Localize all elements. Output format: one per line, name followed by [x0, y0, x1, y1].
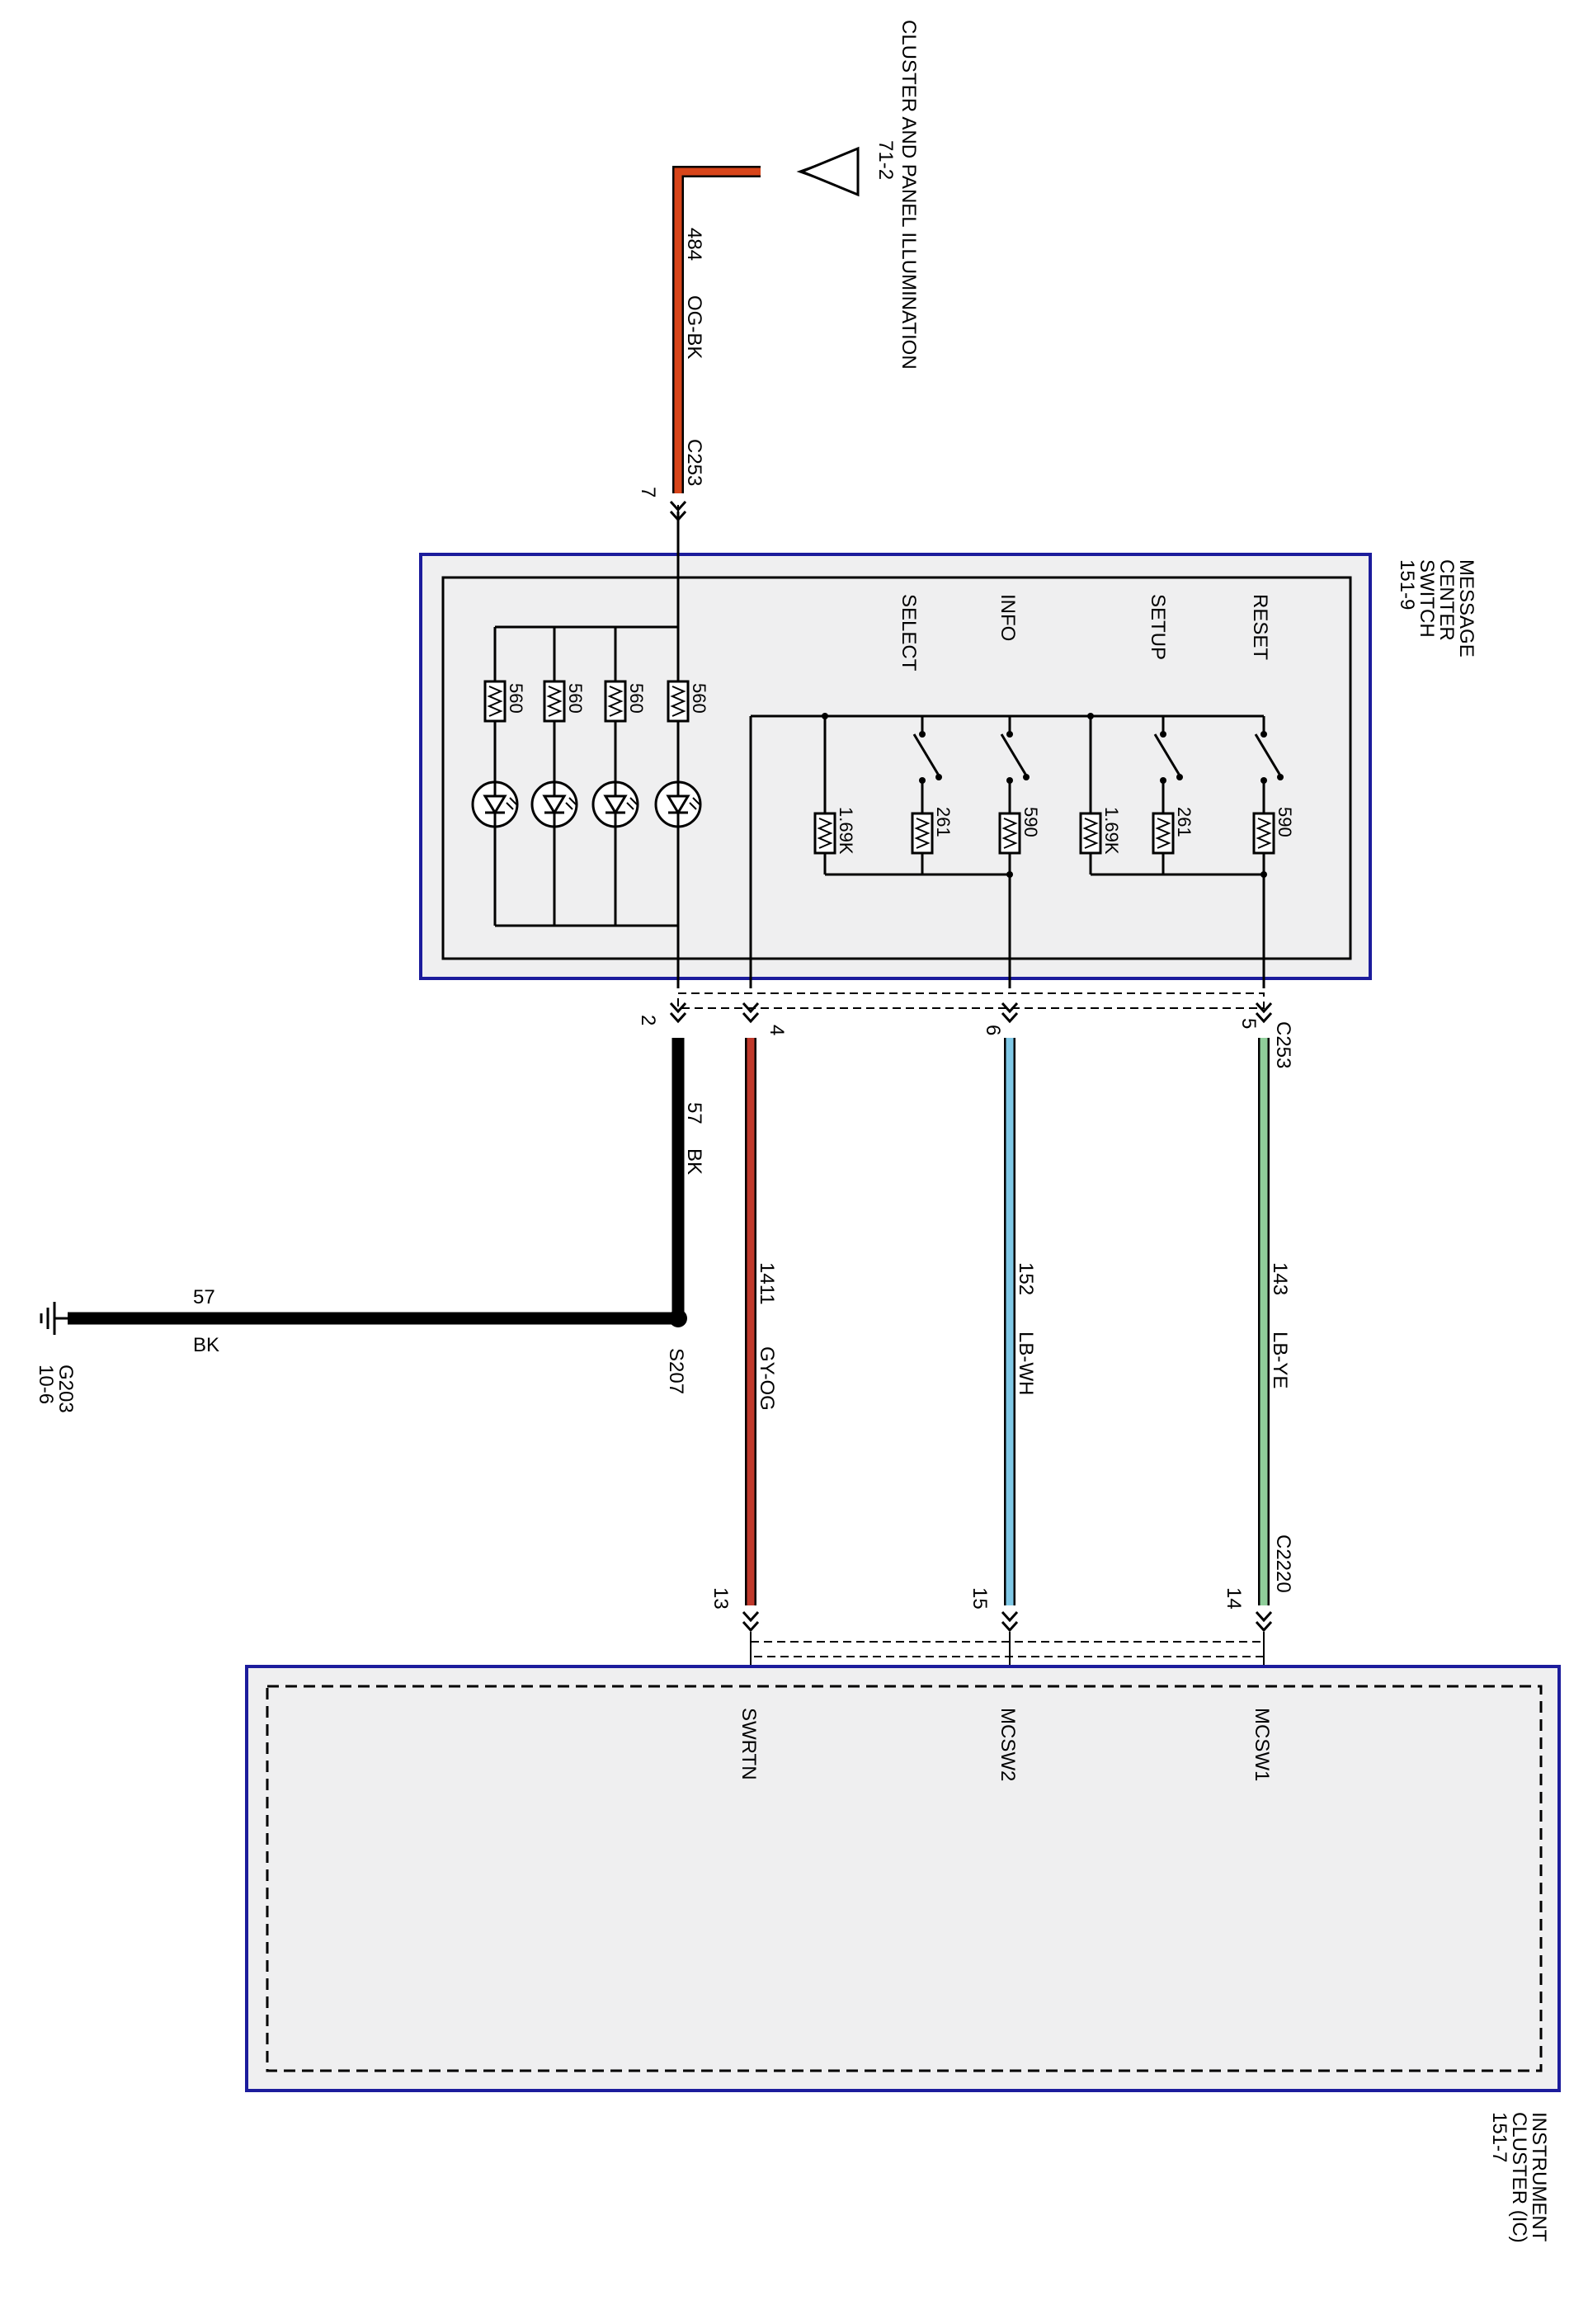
switch-resistor-value-5: 261 — [933, 807, 954, 837]
swrtn-pin-top: 4 — [766, 1025, 788, 1035]
wire-57-vert-circuit: 57 — [683, 1102, 705, 1124]
ic-title-line1: INSTRUMENT — [1528, 2112, 1550, 2242]
switch-resistor-value-6: 1.69K — [836, 807, 856, 855]
led-resistor-3 — [604, 680, 627, 723]
switch-resistor-value-1: 590 — [1275, 807, 1295, 837]
ground-icon — [40, 1302, 68, 1335]
led-resistor-4 — [667, 680, 690, 723]
led-resistor-1 — [483, 680, 507, 723]
button-label-select: SELECT — [898, 594, 920, 672]
led-icon-3 — [591, 780, 639, 828]
wire-484-og-bk — [672, 166, 761, 493]
led-circuit — [493, 511, 680, 988]
switch-resistor-6 — [813, 812, 836, 855]
mcs-ref: 151-9 — [1396, 559, 1418, 610]
ground-ref: 10-6 — [35, 1365, 57, 1404]
switch-resistor-3 — [1079, 812, 1102, 855]
wire-57-vert-color: BK — [683, 1148, 705, 1175]
splice-label: S207 — [665, 1348, 687, 1394]
led-resistor-value-3: 560 — [626, 683, 647, 714]
mcs-title-line2: CENTER — [1435, 559, 1458, 641]
mcsw2-pin-bottom: 15 — [968, 1587, 991, 1610]
instrument-cluster — [245, 1665, 1561, 2092]
button-label-reset: RESET — [1249, 594, 1271, 660]
led-resistor-value-2: 560 — [565, 683, 586, 714]
led-icon-1 — [471, 780, 519, 828]
ic-pin-mcsw1: MCSW1 — [1251, 1708, 1273, 1781]
button-label-info: INFO — [997, 594, 1019, 641]
pin-4-marker — [742, 1002, 760, 1023]
wire-1411-circuit: 1411 — [756, 1262, 778, 1305]
mcsw1-connector-bottom: C2220 — [1272, 1534, 1294, 1593]
mcs-title-line1: MESSAGE — [1455, 559, 1477, 658]
ic-ref: 151-7 — [1488, 2112, 1510, 2162]
wire-1411-color: GY-OG — [756, 1346, 778, 1411]
mcsw1-pin-bottom: 14 — [1223, 1587, 1245, 1610]
wire-143-color: LB-YE — [1269, 1332, 1291, 1388]
led-resistor-value-1: 560 — [506, 683, 526, 714]
mcsw2-pin-top: 6 — [982, 1025, 1004, 1035]
c2220-connector-outline — [750, 1641, 1265, 1657]
wire-57-bk — [68, 1038, 687, 1327]
illumination-title: CLUSTER AND PANEL ILLUMINATION — [898, 20, 920, 370]
illumination-ref: 71-2 — [874, 140, 897, 180]
mcs-title-line3: SWITCH — [1416, 559, 1438, 638]
message-center-switch — [419, 553, 1372, 980]
led-resistor-value-4: 560 — [689, 683, 709, 714]
switch-resistor-4 — [998, 812, 1021, 855]
wire-57-horiz-color: BK — [193, 1334, 219, 1356]
mcsw1-connector-top: C253 — [1272, 1021, 1294, 1068]
pin-14-marker — [1255, 1610, 1273, 1632]
ic-title-line2: CLUSTER (IC) — [1508, 2112, 1530, 2243]
switch-resistor-value-3: 1.69K — [1101, 807, 1122, 855]
button-label-setup: SETUP — [1147, 594, 1169, 660]
ground-pin: 2 — [637, 1015, 659, 1025]
switch-resistor-value-4: 590 — [1020, 807, 1041, 837]
wire-152-circuit: 152 — [1015, 1262, 1037, 1295]
wire-484-circuit: 484 — [683, 228, 705, 261]
wire-484-color: OG-BK — [683, 295, 705, 359]
wire-152-color: LB-WH — [1015, 1332, 1037, 1395]
ground-label: G203 — [54, 1365, 77, 1413]
ic-pin-swrtn: SWRTN — [737, 1708, 760, 1780]
led-icon-4 — [654, 780, 702, 828]
wire-143-circuit: 143 — [1269, 1262, 1291, 1295]
led-icon-2 — [530, 780, 578, 828]
led-resistor-2 — [543, 680, 566, 723]
swrtn-pin-bottom: 13 — [709, 1587, 732, 1610]
pin-13-marker — [742, 1610, 760, 1632]
switch-resistor-5 — [911, 812, 934, 855]
illumination-connector — [796, 146, 860, 197]
switch-resistor-2 — [1152, 812, 1175, 855]
c253-connector-outline — [677, 992, 1265, 1009]
mcsw1-pin-top: 5 — [1237, 1018, 1260, 1029]
switch-contacts — [822, 713, 1284, 878]
switch-resistor-value-2: 261 — [1174, 807, 1195, 837]
ic-pin-mcsw2: MCSW2 — [997, 1708, 1019, 1781]
pin-6-marker — [1001, 1002, 1019, 1023]
wire-484-pin: 7 — [637, 487, 659, 497]
wire-484-connector: C253 — [683, 439, 705, 486]
switch-resistor-1 — [1252, 812, 1275, 855]
pin-15-marker — [1001, 1610, 1019, 1632]
wire-57-horiz-circuit: 57 — [193, 1286, 215, 1308]
